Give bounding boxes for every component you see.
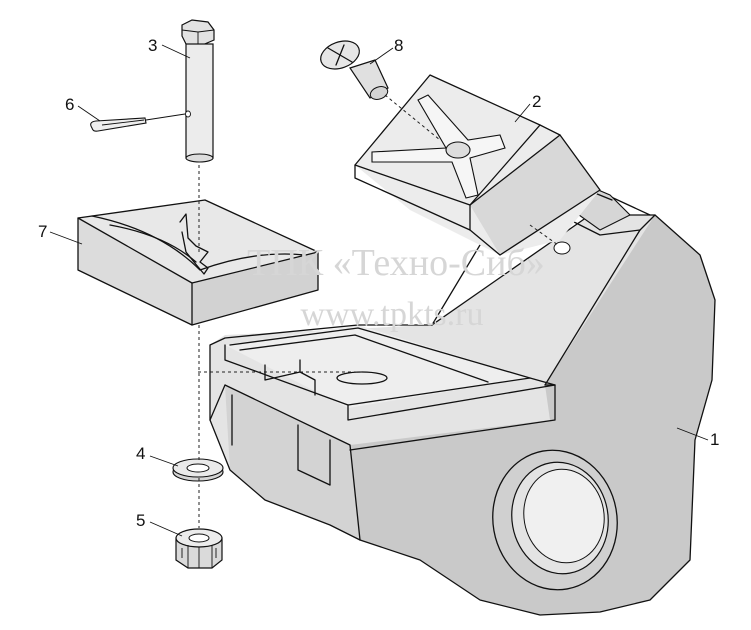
callout-3: 3	[148, 36, 157, 55]
callout-1: 1	[710, 430, 719, 449]
part-3-bolt	[181, 19, 215, 163]
watermark-line-1: ТПК «Техно-Сиб»	[247, 242, 545, 284]
part-1-bracket-housing	[209, 177, 716, 616]
watermark-line-2: www.tpkts.ru	[301, 296, 484, 333]
part-4-washer	[172, 458, 224, 482]
part-5-castle-nut	[175, 528, 223, 569]
callout-labels: 1 2 3 4 5 6 7 8	[38, 36, 719, 530]
callout-8: 8	[394, 36, 403, 55]
callout-6: 6	[65, 95, 74, 114]
part-7-seat-block	[77, 199, 319, 326]
watermark: ТПК «Техно-Сиб» www.tpkts.ru	[247, 242, 545, 333]
part-8-countersunk-screw	[320, 40, 389, 100]
callout-leaders	[49, 44, 709, 537]
callout-2: 2	[532, 92, 541, 111]
callout-5: 5	[136, 511, 145, 530]
assembly-guide-lines	[198, 94, 559, 528]
callout-4: 4	[136, 444, 145, 463]
part-2-clamp-wedge	[354, 74, 601, 256]
part-6-cotter-pin	[90, 113, 186, 132]
callout-7: 7	[38, 222, 47, 241]
